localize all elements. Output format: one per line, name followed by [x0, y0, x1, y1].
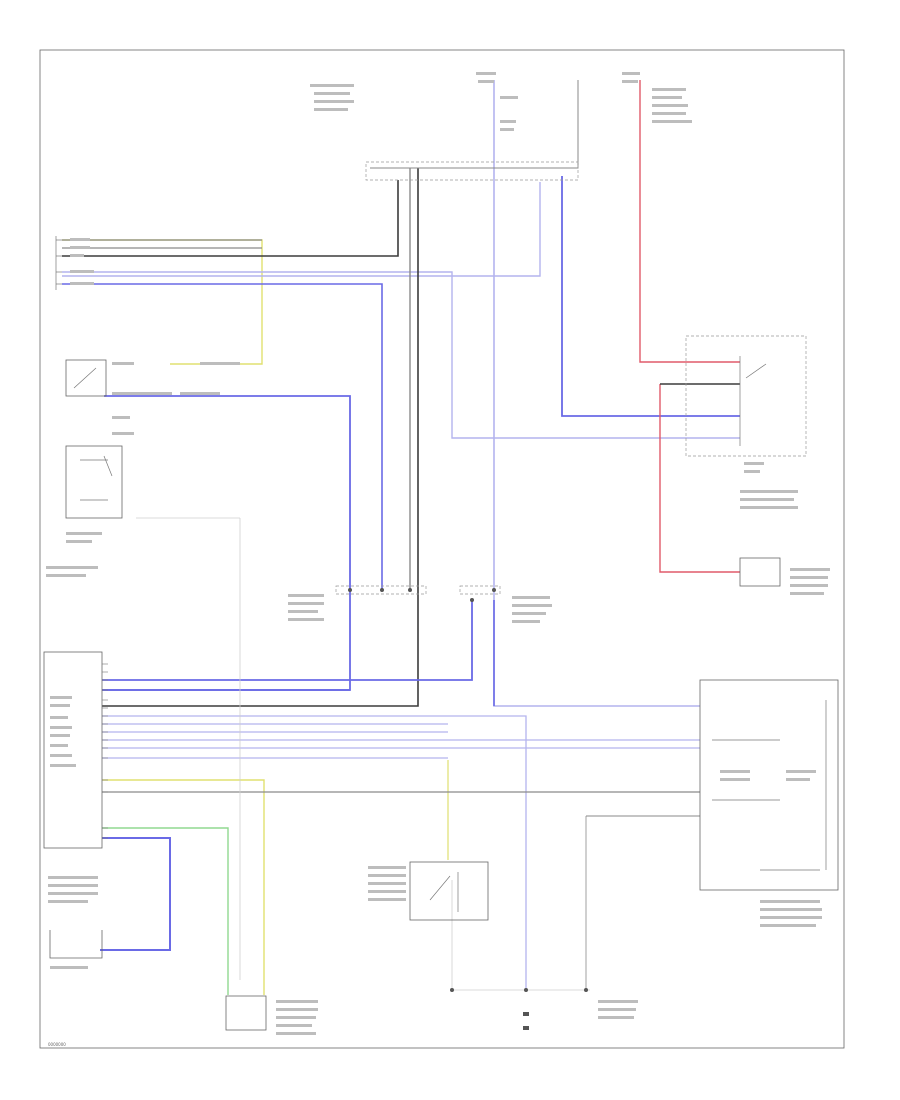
- connector-bottom: [225, 995, 267, 1031]
- switch-top-left: [65, 359, 107, 397]
- component-right-small: [739, 557, 781, 587]
- connector-mid-right: [459, 585, 501, 602]
- relay-center: [409, 861, 489, 921]
- wire-green: [102, 827, 229, 995]
- wire-dark-ign-2: [102, 168, 419, 707]
- wire-blue-h1: [102, 600, 473, 681]
- wire-blue-right: [561, 176, 740, 417]
- ignition-switch: [365, 161, 579, 181]
- control-module-right: [699, 679, 839, 891]
- illegible-label-marks: [46, 72, 830, 1035]
- diagram-border: [39, 49, 845, 1049]
- components: [43, 161, 839, 1031]
- wire-yellow-top: [62, 239, 263, 365]
- wire-grey-right-top: [370, 80, 579, 169]
- control-unit-left: [43, 651, 103, 849]
- wire-blue-top: [62, 283, 383, 590]
- wire-lb-h3: [102, 715, 527, 990]
- sensor-bottom-left: [49, 930, 103, 959]
- wire-lightblue-1: [62, 271, 740, 439]
- ground-points: [450, 988, 588, 1030]
- control-unit-left-pins: [102, 663, 108, 839]
- wire-blue-sensor: [100, 837, 171, 951]
- wire-blue-left-switch: [102, 395, 351, 691]
- wire-red-low: [659, 384, 740, 573]
- wire-lightblue-2: [62, 182, 541, 277]
- switch-right-upper: [685, 335, 807, 457]
- page-label: 0000000: [48, 1042, 66, 1047]
- connector-mid-left: [335, 585, 427, 595]
- wire-red-vert: [639, 80, 740, 363]
- wire-yellow-low-1: [102, 779, 265, 995]
- relay-left: [65, 445, 123, 519]
- wire-dark-top: [62, 180, 399, 257]
- left-harness-connector: [55, 236, 62, 290]
- wires: [62, 80, 740, 995]
